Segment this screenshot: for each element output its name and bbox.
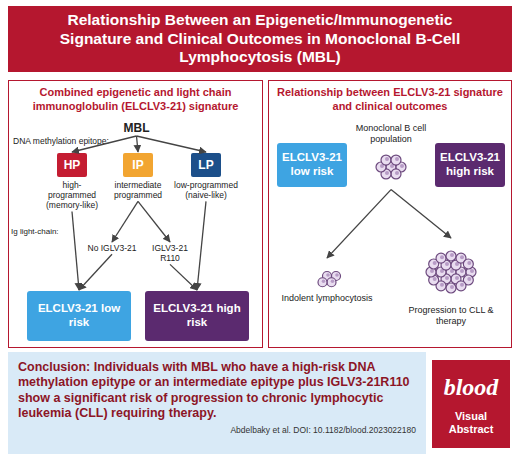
epitype-node: LP low-programmed (naive-like) <box>171 153 241 200</box>
conclusion-band: Conclusion: Individuals with MBL who hav… <box>8 352 426 454</box>
cell-nucleus <box>430 269 434 273</box>
annotation-label: Abdelbaky et al. DOI: 10.1182/blood.2023… <box>18 425 416 435</box>
cell-nucleus <box>395 157 399 161</box>
cell-nucleus <box>455 276 459 280</box>
b-cell <box>327 278 336 287</box>
epitype-code: IP <box>123 153 153 177</box>
annotation-label: Visual Abstract <box>436 410 506 436</box>
cell-nucleus <box>445 262 449 266</box>
cell-nucleus <box>433 261 437 265</box>
cell-nucleus <box>385 157 389 161</box>
text-node: IGLV3-21 R110 <box>143 243 197 263</box>
risk-text: ELCLV3-21 low risk <box>30 302 128 330</box>
conclusion-heading: Conclusion: <box>18 360 90 374</box>
cell-cluster <box>406 241 496 303</box>
risk-text: ELCLV3-21 low risk <box>280 151 344 179</box>
cell-nucleus <box>322 279 326 283</box>
cell-nucleus <box>400 164 404 168</box>
epitype-code: HP <box>57 153 87 177</box>
b-cell <box>391 155 401 165</box>
cell-cluster <box>361 147 421 187</box>
cell-nucleus <box>335 273 339 277</box>
outcome-text: Monoclonal B cell population <box>347 123 435 145</box>
epitype-name: low-programmed (naive-like) <box>171 180 241 200</box>
cell-nucleus <box>331 279 335 283</box>
cell-nucleus <box>385 171 389 175</box>
b-cell <box>446 283 456 293</box>
b-cell <box>463 259 473 269</box>
epitype-name: intermediate programmed <box>107 180 169 200</box>
cell-nucleus <box>445 276 449 280</box>
b-cell <box>381 155 391 165</box>
cell-population: Indolent lymphocytosis <box>281 259 373 304</box>
epitype-name: high-programmed (memory-like) <box>39 180 105 211</box>
journal-logo: bloodVisual Abstract <box>432 360 510 448</box>
root-label: MBL <box>114 121 159 135</box>
risk-text: ELCLV3-21 high risk <box>438 151 502 179</box>
cell-nucleus <box>450 253 454 257</box>
epitype-node: HP high-programmed (memory-like) <box>39 153 105 211</box>
panel-box: Combined epigenetic and light chain immu… <box>8 80 263 348</box>
cell-nucleus <box>467 277 471 281</box>
cell-cluster <box>305 261 349 291</box>
cell-nucleus <box>395 171 399 175</box>
title-band: Relationship Between an Epigenetic/Immun… <box>8 6 512 72</box>
title-text: Relationship Between an Epigenetic/Immun… <box>32 11 488 67</box>
cell-nucleus <box>460 283 464 287</box>
epitype-node: IP intermediate programmed <box>107 153 169 200</box>
text-node: MBL <box>114 121 159 135</box>
risk-box: ELCLV3-21 low risk <box>27 291 131 341</box>
cell-nucleus <box>460 269 464 273</box>
cell-nucleus <box>433 277 437 281</box>
b-cell <box>436 253 446 263</box>
epitype-code: LP <box>191 153 221 177</box>
b-cell <box>391 169 401 179</box>
cell-nucleus <box>326 273 330 277</box>
cell-population: Progression to CLL & therapy <box>397 239 505 327</box>
annotation-label: Ig light-chain: <box>11 227 71 236</box>
cell-nucleus <box>450 285 454 289</box>
risk-box: ELCLV3-21 high risk <box>435 143 505 187</box>
risk-box: ELCLV3-21 low risk <box>277 143 347 187</box>
cell-nucleus <box>440 283 444 287</box>
cell-nucleus <box>467 261 471 265</box>
light-chain-label: No IGLV3-21 <box>85 243 139 253</box>
b-cell <box>318 278 327 287</box>
annotation-label: DNA methylation epitope: <box>13 137 123 147</box>
outcome-text: Progression to CLL & therapy <box>397 305 505 327</box>
risk-text: ELCLV3-21 high risk <box>148 302 246 330</box>
b-cell <box>446 251 456 261</box>
annotation-label: blood <box>432 374 510 402</box>
b-cell <box>456 281 466 291</box>
risk-box: ELCLV3-21 high risk <box>145 291 249 341</box>
light-chain-label: IGLV3-21 R110 <box>143 243 197 263</box>
panel-heading: Relationship between ELCLV3-21 signature… <box>269 81 511 114</box>
cell-nucleus <box>470 269 474 273</box>
text-node: No IGLV3-21 <box>85 243 139 253</box>
cell-population: Monoclonal B cell population <box>347 123 435 189</box>
panel-box: Relationship between ELCLV3-21 signature… <box>268 80 512 348</box>
cell-nucleus <box>440 255 444 259</box>
outcome-text: Indolent lymphocytosis <box>281 293 373 304</box>
panel-heading: Combined epigenetic and light chain immu… <box>9 81 262 114</box>
cell-nucleus <box>460 255 464 259</box>
